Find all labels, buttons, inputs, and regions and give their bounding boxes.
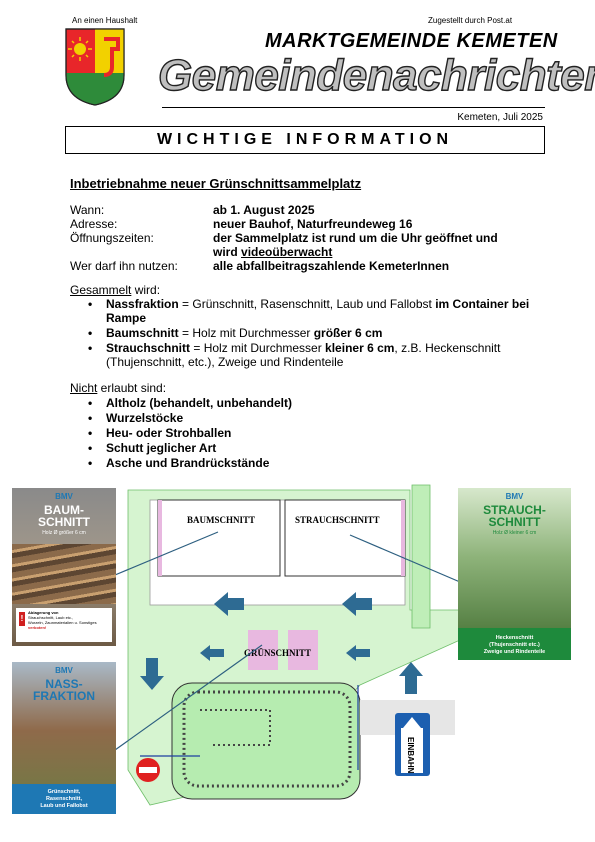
header-rule xyxy=(162,107,545,108)
label-gruenschnitt: GRÜNSCHNITT xyxy=(244,648,311,658)
info-value: alle abfallbeitragszahlende KemeterInnen xyxy=(213,259,450,273)
important-info-banner: WICHTIGE INFORMATION xyxy=(65,126,545,154)
info-label: Wann: xyxy=(70,203,105,217)
info-value: neuer Bauhof, Naturfreundeweg 16 xyxy=(213,217,413,231)
info-value: ab 1. August 2025 xyxy=(213,203,315,217)
newsletter-title: Gemeindenachrichten xyxy=(157,51,595,100)
coat-of-arms-logo xyxy=(65,28,125,106)
label-baumschnitt: BAUMSCHNITT xyxy=(187,515,255,525)
collected-heading: Gesammelt wird: xyxy=(70,283,161,297)
poster-baumschnitt: BMV BAUM- SCHNITT Holz Ø größer 6 cm ! A… xyxy=(12,488,116,646)
list-item: Altholz (behandelt, unbehandelt) xyxy=(88,396,540,410)
pointer-lines xyxy=(114,531,461,751)
municipality-title: Marktgemeinde Kemeten xyxy=(265,30,558,52)
gruenschnitt-bay xyxy=(288,630,318,670)
label-strauchschnitt: STRAUCHSCHNITT xyxy=(295,515,380,525)
list-item: Nassfraktion = Grünschnitt, Rasenschnitt… xyxy=(88,297,540,325)
green-field xyxy=(171,682,361,800)
gruenschnitt-bay xyxy=(248,630,278,670)
info-label: Adresse: xyxy=(70,217,118,231)
poster-strauchschnitt: BMV STRAUCH- SCHNITT Holz Ø kleiner 6 cm… xyxy=(458,488,571,660)
list-item: Wurzelstöcke xyxy=(88,411,540,425)
one-way-sign-icon xyxy=(395,713,430,776)
not-allowed-heading: Nicht erlaubt sind: xyxy=(70,381,167,395)
info-value: der Sammelplatz ist rund um die Uhr geöf… xyxy=(213,231,498,259)
delivery-note: Zugestellt durch Post.at xyxy=(428,16,513,25)
article-headline: Inbetriebnahme neuer Grünschnittsammelpl… xyxy=(70,176,362,191)
baumschnitt-area xyxy=(157,499,281,577)
one-way-sign-label: EINBAHN xyxy=(406,737,415,774)
list-item: Heu- oder Strohballen xyxy=(88,426,540,440)
list-item: Baumschnitt = Holz mit Durchmesser größe… xyxy=(88,326,540,340)
no-entry-icon xyxy=(136,758,160,782)
list-item: Schutt jeglicher Art xyxy=(88,441,540,455)
warning-icon: ! xyxy=(19,612,25,626)
info-label: Öffnungszeiten: xyxy=(70,231,154,245)
list-item: Asche und Brandrückstände xyxy=(88,456,540,470)
issue-date: Kemeten, Juli 2025 xyxy=(457,112,543,123)
site-plan-map: EINBAHN BAUMSCHNITT STRAUCHSCHNITT GRÜNS… xyxy=(114,484,461,806)
poster-nassfraktion: BMV NASS- FRAKTION Grünschnitt,Rasenschn… xyxy=(12,662,116,814)
direction-arrows xyxy=(140,592,423,694)
list-item: Strauchschnitt = Holz mit Durchmesser kl… xyxy=(88,341,540,369)
strauchschnitt-area xyxy=(284,499,406,577)
household-note: An einen Haushalt xyxy=(72,16,138,25)
info-label: Wer darf ihn nutzen: xyxy=(70,259,178,273)
